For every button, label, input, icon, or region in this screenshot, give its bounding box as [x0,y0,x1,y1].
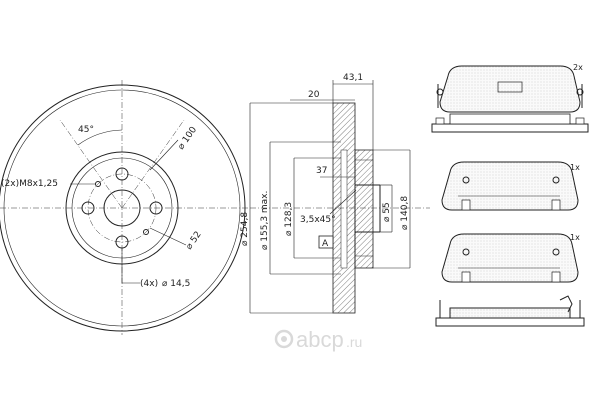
inner-dia-label: ⌀ 128,3 [284,202,294,236]
profile-plate [435,317,585,327]
pad-top-clip-right [576,88,584,96]
hole-count-label: (4x) [140,279,158,289]
pad-top-slot [497,81,523,93]
pad-top-plate [431,123,589,133]
angle-line-2 [121,119,185,209]
pad-mid-pin-left [462,176,470,184]
disc-section-view [249,80,430,314]
hat-dia-label: ⌀ 140,8 [400,196,410,230]
bolt-spec-label: (2x)M8x1,25 [1,179,58,189]
top-width-label: 43,1 [343,73,363,83]
pad-bottom-friction [441,233,579,283]
thread-hole-2 [143,229,149,235]
pad-bottom-pin-right [552,248,560,256]
ref-label: A [322,239,329,249]
brake-pad-top [431,65,589,133]
outer-dia-label: ⌀ 254,8 [240,212,250,246]
watermark-brand: abcp [296,327,344,352]
hat-section [354,149,374,269]
angle-label: 45° [78,125,94,135]
brake-pad-bottom [441,233,579,283]
pcd-leader [149,139,179,171]
pad-mid-pin-right [552,176,560,184]
brake-pad-middle [441,161,579,211]
pad-top-backing [449,113,571,125]
hub-dia-label: ⌀ 55 [382,202,392,222]
max-dia-label: ⌀ 155,3 max. [260,191,270,250]
watermark-logo-dot [281,336,287,342]
disc-front-view [0,80,250,335]
watermark-tld: .ru [346,334,362,350]
ref-box [318,235,334,249]
bore-label: ⌀ 52 [184,230,204,252]
hub-width-label: 20 [308,90,320,100]
chamfer-leader [329,189,357,215]
profile-friction [449,307,571,319]
vent-channel [340,149,348,269]
pad-mid-ear-right [551,199,561,211]
pad-top-friction [439,65,581,113]
watermark: abcp .ru [274,327,362,352]
pcd-label: ⌀ 100 [176,125,199,152]
pad-top-clip-left [436,88,444,96]
bore-leader [149,227,187,246]
pad-bottom-ear-right [551,271,561,283]
pad-top-qty: 2x [573,63,583,72]
angle-arc [77,129,123,146]
chamfer-label: 3,5x45° [300,215,336,225]
profile-clip [559,295,573,313]
pad-side-profile [435,295,585,327]
pad-top-ear-right [575,117,585,125]
depth-label: 37 [316,166,327,176]
pad-mid-ear-left [461,199,471,211]
hole-dia-label: ⌀ 14,5 [162,279,190,289]
pad-bottom-pin-left [462,248,470,256]
pad-bottom-qty: 1x [570,233,580,242]
watermark-logo-icon [274,329,294,349]
pad-mid-friction [441,161,579,211]
pad-top-ear-left [435,117,445,125]
pad-bottom-ear-left [461,271,471,283]
angle-line-1 [59,119,123,209]
pad-mid-qty: 1x [570,163,580,172]
